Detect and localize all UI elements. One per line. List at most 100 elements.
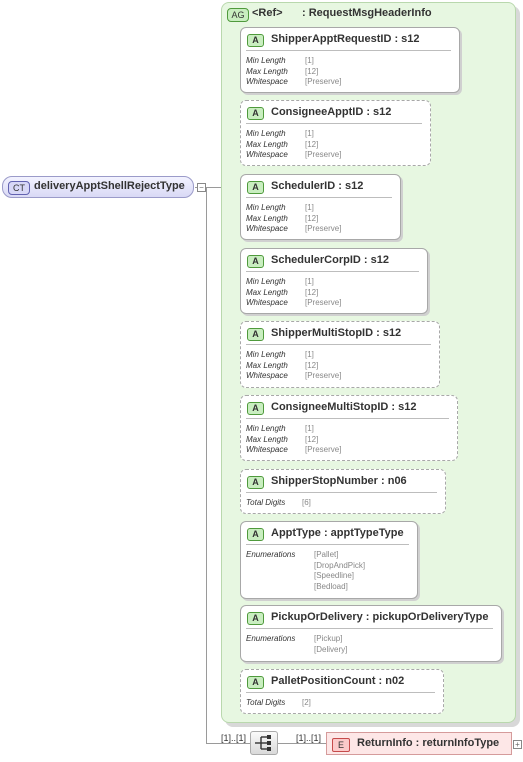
facet-label: Max Length [246, 139, 288, 149]
sequence-compositor[interactable] [250, 731, 278, 755]
attribute-badge: A [247, 676, 264, 689]
attribute-separator [246, 271, 419, 272]
attribute-badge: A [247, 402, 264, 415]
attribute-badge: A [247, 107, 264, 120]
facet-label: Enumerations [246, 634, 296, 643]
facet-value: [1] [305, 424, 314, 433]
facet-label: Min Length [246, 350, 286, 359]
facet-value: [1] [305, 129, 314, 138]
facet-label: Whitespace [246, 150, 288, 159]
attribute-separator [246, 544, 409, 545]
sequence-icon [255, 735, 271, 751]
facet-label: Total Digits [246, 498, 286, 507]
attribute-badge: A [247, 328, 264, 341]
facet-value: [12] [305, 213, 319, 223]
complex-type-node[interactable]: CT deliveryApptShellRejectType [2, 176, 194, 198]
facet-label: Max Length [246, 66, 288, 76]
facet-value: [DropAndPick] [314, 560, 366, 570]
facet-value: [2] [302, 698, 311, 707]
attribute-badge: A [247, 528, 264, 541]
facet-label: Whitespace [246, 371, 288, 380]
facet-label: Enumerations [246, 550, 296, 559]
facet-value: [Preserve] [305, 224, 342, 233]
attribute-name: ConsigneeApptID : s12 [271, 106, 392, 118]
facet-label: Whitespace [246, 445, 288, 454]
sequence-cardinality-left: [1]..[1] [221, 733, 247, 743]
expand-element-icon[interactable]: + [513, 740, 522, 749]
facet-value: [Speedline] [314, 571, 355, 580]
facet-value: [12] [305, 66, 319, 76]
attribute-name: ShipperApptRequestID : s12 [271, 33, 420, 45]
attribute-badge: A [247, 181, 264, 194]
element-name: ReturnInfo : returnInfoType [357, 737, 500, 749]
facet-label: Max Length [246, 434, 288, 444]
attribute-separator [246, 123, 422, 124]
attribute-name: ShipperStopNumber : n06 [271, 475, 407, 487]
facet-label: Total Digits [246, 698, 286, 707]
facet-value: [1] [305, 56, 314, 65]
attribute-separator [246, 197, 392, 198]
attribute-name: SchedulerCorpID : s12 [271, 254, 389, 266]
facet-label: Max Length [246, 360, 288, 370]
element-node[interactable]: E ReturnInfo : returnInfoType [326, 732, 512, 755]
attribute-name: ApptType : apptTypeType [271, 527, 404, 539]
attribute-name: PickupOrDelivery : pickupOrDeliveryType [271, 611, 489, 623]
attribute-box[interactable]: A PickupOrDelivery : pickupOrDeliveryType… [240, 605, 502, 662]
facet-value: [12] [305, 139, 319, 149]
facet-value: [12] [305, 434, 319, 444]
complex-type-name: deliveryApptShellRejectType [34, 180, 185, 192]
facet-value: [Preserve] [305, 445, 342, 454]
collapse-toggle-icon[interactable]: − [197, 183, 206, 192]
facet-label: Min Length [246, 56, 286, 65]
facet-label: Whitespace [246, 224, 288, 233]
attribute-group-type: : RequestMsgHeaderInfo [302, 7, 432, 19]
facet-value: [1] [305, 277, 314, 286]
facet-value: [1] [305, 203, 314, 212]
attribute-badge: A [247, 476, 264, 489]
facet-value: [Preserve] [305, 150, 342, 159]
attribute-separator [246, 418, 449, 419]
facet-value: [Pickup] [314, 634, 343, 643]
attribute-name: PalletPositionCount : n02 [271, 675, 405, 687]
sequence-cardinality-right: [1]..[1] [296, 733, 322, 743]
facet-value: [12] [305, 287, 319, 297]
attribute-separator [246, 344, 431, 345]
facet-label: Whitespace [246, 77, 288, 86]
facet-value: [Bedload] [314, 581, 348, 591]
facet-value: [6] [302, 498, 311, 507]
attribute-group-ref: <Ref> [252, 7, 283, 19]
element-badge: E [332, 738, 350, 752]
attribute-badge: A [247, 34, 264, 47]
facet-value: [Delivery] [314, 644, 348, 654]
complex-type-badge: CT [8, 181, 30, 195]
attribute-separator [246, 692, 435, 693]
facet-value: [1] [305, 350, 314, 359]
facet-label: Max Length [246, 213, 288, 223]
attribute-badge: A [247, 612, 264, 625]
attribute-group-badge: AG [227, 8, 249, 22]
attribute-name: SchedulerID : s12 [271, 180, 364, 192]
facet-value: [12] [305, 360, 319, 370]
attribute-separator [246, 628, 493, 629]
facet-label: Whitespace [246, 298, 288, 307]
facet-label: Min Length [246, 277, 286, 286]
attribute-name: ShipperMultiStopID : s12 [271, 327, 402, 339]
attribute-name: ConsigneeMultiStopID : s12 [271, 401, 417, 413]
facet-label: Max Length [246, 287, 288, 297]
facet-label: Min Length [246, 424, 286, 433]
attribute-badge: A [247, 255, 264, 268]
attribute-separator [246, 50, 451, 51]
facet-label: Min Length [246, 129, 286, 138]
facet-value: [Pallet] [314, 550, 339, 559]
facet-label: Min Length [246, 203, 286, 212]
facet-value: [Preserve] [305, 77, 342, 86]
